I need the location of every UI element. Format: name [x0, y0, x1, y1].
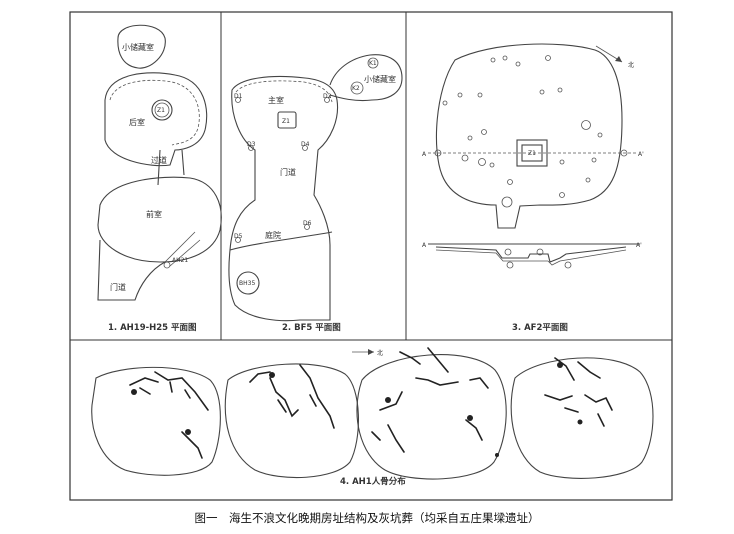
p2-caption: 2. BF5 平面图 — [282, 323, 341, 333]
figure-frame — [69, 11, 673, 501]
p2-label-d1: D1 — [234, 93, 243, 100]
p1-label-storage: 小储藏室 — [122, 42, 154, 52]
p2-label-k2: K2 — [352, 85, 360, 92]
p3-label-a-right: A' — [638, 151, 644, 158]
p2-label-d6: D6 — [303, 220, 312, 227]
p2-label-storage: 小储藏室 — [364, 74, 396, 84]
p2-label-door: 门道 — [280, 167, 296, 177]
p1-label-rear: 后室 — [129, 117, 145, 127]
p2-label-main: 主室 — [268, 95, 284, 105]
p2-label-d3: D3 — [247, 141, 256, 148]
p2-label-z1: Z1 — [282, 118, 290, 125]
p1-label-z1: Z1 — [157, 107, 165, 114]
panel-3-plan: 北 A A' Z1 A A' 3. — [422, 43, 644, 333]
figure-caption: 图一 海生不浪文化晚期房址结构及灰坑葬（均采自五庄果墚遗址） — [194, 511, 540, 525]
p4-north: 北 — [377, 349, 383, 357]
p1-label-front: 前室 — [146, 209, 162, 219]
p1-label-passage: 过道 — [151, 155, 167, 165]
panel-4-skeletons: 北 4. AH1人骨分布 — [91, 347, 654, 487]
panel-1-plan: 小储藏室 Z1 后室 过道 前室 AH21 门道 1. AH19-H25 平面图 — [97, 24, 222, 333]
p3-label-a-right2: A' — [636, 242, 642, 249]
p3-caption: 3. AF2平面图 — [512, 323, 568, 333]
panel-2-plan: 主室 Z1 小储藏室 K1 K2 D1 D2 D3 D4 门道 D5 D6 庭院… — [228, 54, 403, 333]
p2-label-d4: D4 — [301, 141, 310, 148]
p3-north: 北 — [628, 61, 634, 69]
p3-label-z1: Z1 — [528, 150, 536, 157]
p3-label-a-left: A — [422, 151, 427, 158]
p2-label-pit: BH35 — [239, 280, 255, 287]
p2-label-d2: D2 — [323, 93, 332, 100]
p1-label-door: 门道 — [110, 282, 126, 292]
p3-label-a-left2: A — [422, 242, 427, 249]
p2-label-d5: D5 — [234, 233, 243, 240]
p1-caption: 1. AH19-H25 平面图 — [108, 323, 197, 333]
p4-caption: 4. AH1人骨分布 — [340, 476, 406, 487]
p3-postholes — [434, 55, 628, 208]
p1-label-ah: AH21 — [172, 257, 188, 264]
p2-label-k1: K1 — [369, 60, 377, 67]
p2-label-yard: 庭院 — [265, 230, 281, 240]
